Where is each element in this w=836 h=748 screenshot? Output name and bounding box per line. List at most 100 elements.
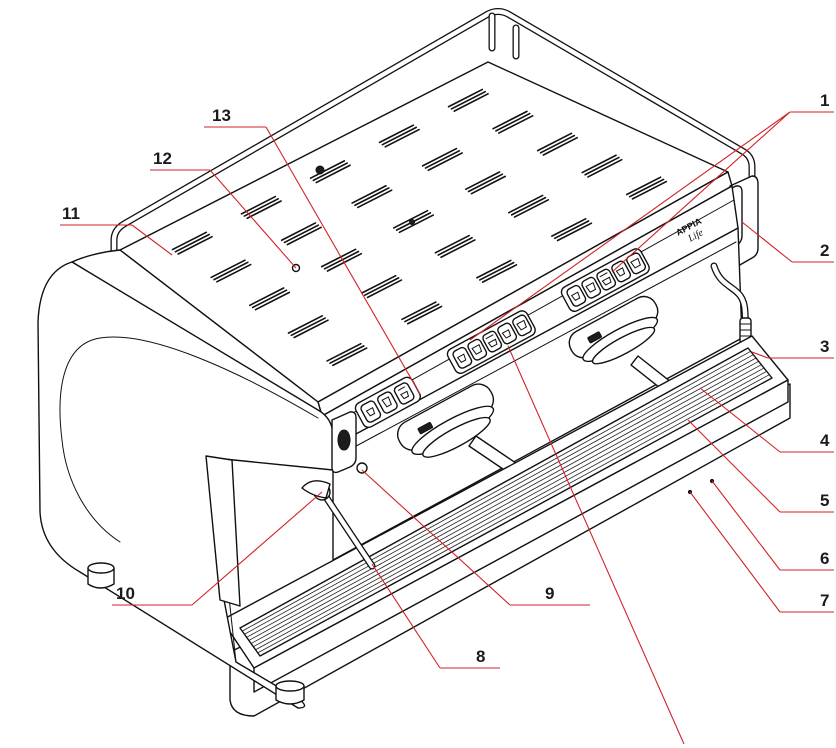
vent-slot (280, 222, 317, 242)
cup-icon (381, 396, 392, 408)
vent-slot (427, 152, 463, 172)
callout-label-4: 4 (820, 431, 830, 450)
vent-slot (357, 189, 393, 209)
keypad-button (360, 400, 382, 423)
vent-slot (539, 134, 576, 154)
vent-slot (450, 90, 487, 110)
vent-slot (440, 239, 476, 259)
vent-slot (171, 231, 208, 251)
keypad-button (482, 330, 503, 353)
vent-slot (290, 317, 326, 337)
grate-bars (242, 350, 770, 654)
grate-bar (255, 370, 767, 651)
foot-left (87, 562, 115, 589)
cup-icon (397, 386, 410, 400)
cup-icon (456, 353, 467, 363)
keypad-button (581, 276, 602, 299)
keypad-button (626, 252, 647, 275)
keypad-button (512, 314, 533, 337)
vent-slot (312, 162, 348, 182)
vent-slot (210, 259, 246, 279)
vent-slot (628, 178, 665, 198)
vent-slot (354, 187, 390, 207)
vent-slot (581, 154, 617, 174)
callouts: 1 2 3 4 5 6 7 8 (60, 91, 834, 745)
vent-slot (361, 274, 397, 294)
steam-knob-left-housing (331, 411, 368, 474)
callout-8: 8 (371, 563, 500, 669)
vent-slot (476, 259, 512, 279)
callout-7: 7 (689, 491, 834, 613)
vent-slot (378, 124, 415, 144)
grate-bar (244, 354, 754, 635)
vent-slot (381, 126, 418, 146)
vent-slot (434, 234, 470, 254)
vent-slot (286, 226, 322, 246)
vent-slot (240, 195, 277, 215)
vent-slot (384, 128, 420, 148)
cup-icon (516, 319, 527, 331)
callout-6: 6 (711, 480, 834, 571)
keypad-button (566, 284, 587, 307)
vent-slot (213, 261, 249, 281)
tray-hole (315, 165, 325, 175)
keypad-button (611, 260, 632, 283)
vent-slot (470, 175, 507, 195)
vent-slot (177, 235, 213, 255)
vent-slot (421, 147, 458, 167)
vent-slot (447, 88, 484, 108)
cup-icon (485, 334, 498, 348)
keypad-button (393, 382, 415, 405)
vent-slot (625, 176, 662, 196)
vent-slot (584, 156, 620, 176)
vent-slot (498, 114, 534, 134)
vent-slot (363, 277, 400, 296)
grate-bar (253, 367, 765, 648)
vent-slot (243, 197, 279, 217)
callout-2: 2 (741, 221, 834, 263)
callout-label-13: 13 (212, 106, 231, 125)
callout-label-6: 6 (820, 549, 829, 568)
callout-label-5: 5 (820, 491, 829, 510)
vent-slot (246, 200, 282, 220)
cup-warmer-rail (110, 8, 756, 266)
grate-bar (242, 350, 751, 632)
vent-slot (332, 347, 368, 367)
callout-label-1: 1 (820, 91, 829, 110)
vent-slot (398, 214, 435, 234)
vent-slot (492, 110, 528, 130)
callout-9: 9 (361, 469, 590, 606)
steam-valve-knob (356, 462, 368, 474)
vent-slot (323, 250, 360, 270)
cup-icon (630, 257, 641, 269)
group-1-keypad (446, 310, 536, 374)
vent-slot (216, 263, 252, 283)
callout-label-10: 10 (116, 584, 135, 603)
callout-label-8: 8 (476, 647, 485, 666)
steam-knob-left (337, 429, 351, 451)
vent-slot (351, 184, 387, 204)
vent-slot (309, 160, 346, 179)
vent-slot (510, 196, 547, 216)
callout-12: 12 (150, 149, 297, 269)
vent-slot (254, 291, 291, 311)
vent-slot (587, 158, 623, 178)
callout-4: 4 (699, 387, 834, 453)
group-2-keypad (560, 248, 650, 312)
callout-5: 5 (687, 419, 834, 513)
vent-slot (174, 233, 210, 253)
vent-slot (293, 319, 329, 339)
cup-icon (599, 272, 612, 286)
vent-slot (464, 171, 501, 191)
vent-slot (631, 180, 668, 200)
callout-1: 1 (469, 91, 834, 341)
cup-icon (471, 344, 483, 355)
grate-bar (257, 374, 770, 654)
vent-slot (287, 315, 324, 334)
vent-slot (553, 220, 590, 240)
keypad-button (497, 322, 518, 345)
vent-slot (315, 164, 351, 184)
grate-bar (248, 360, 759, 641)
keypad-button (452, 346, 473, 369)
